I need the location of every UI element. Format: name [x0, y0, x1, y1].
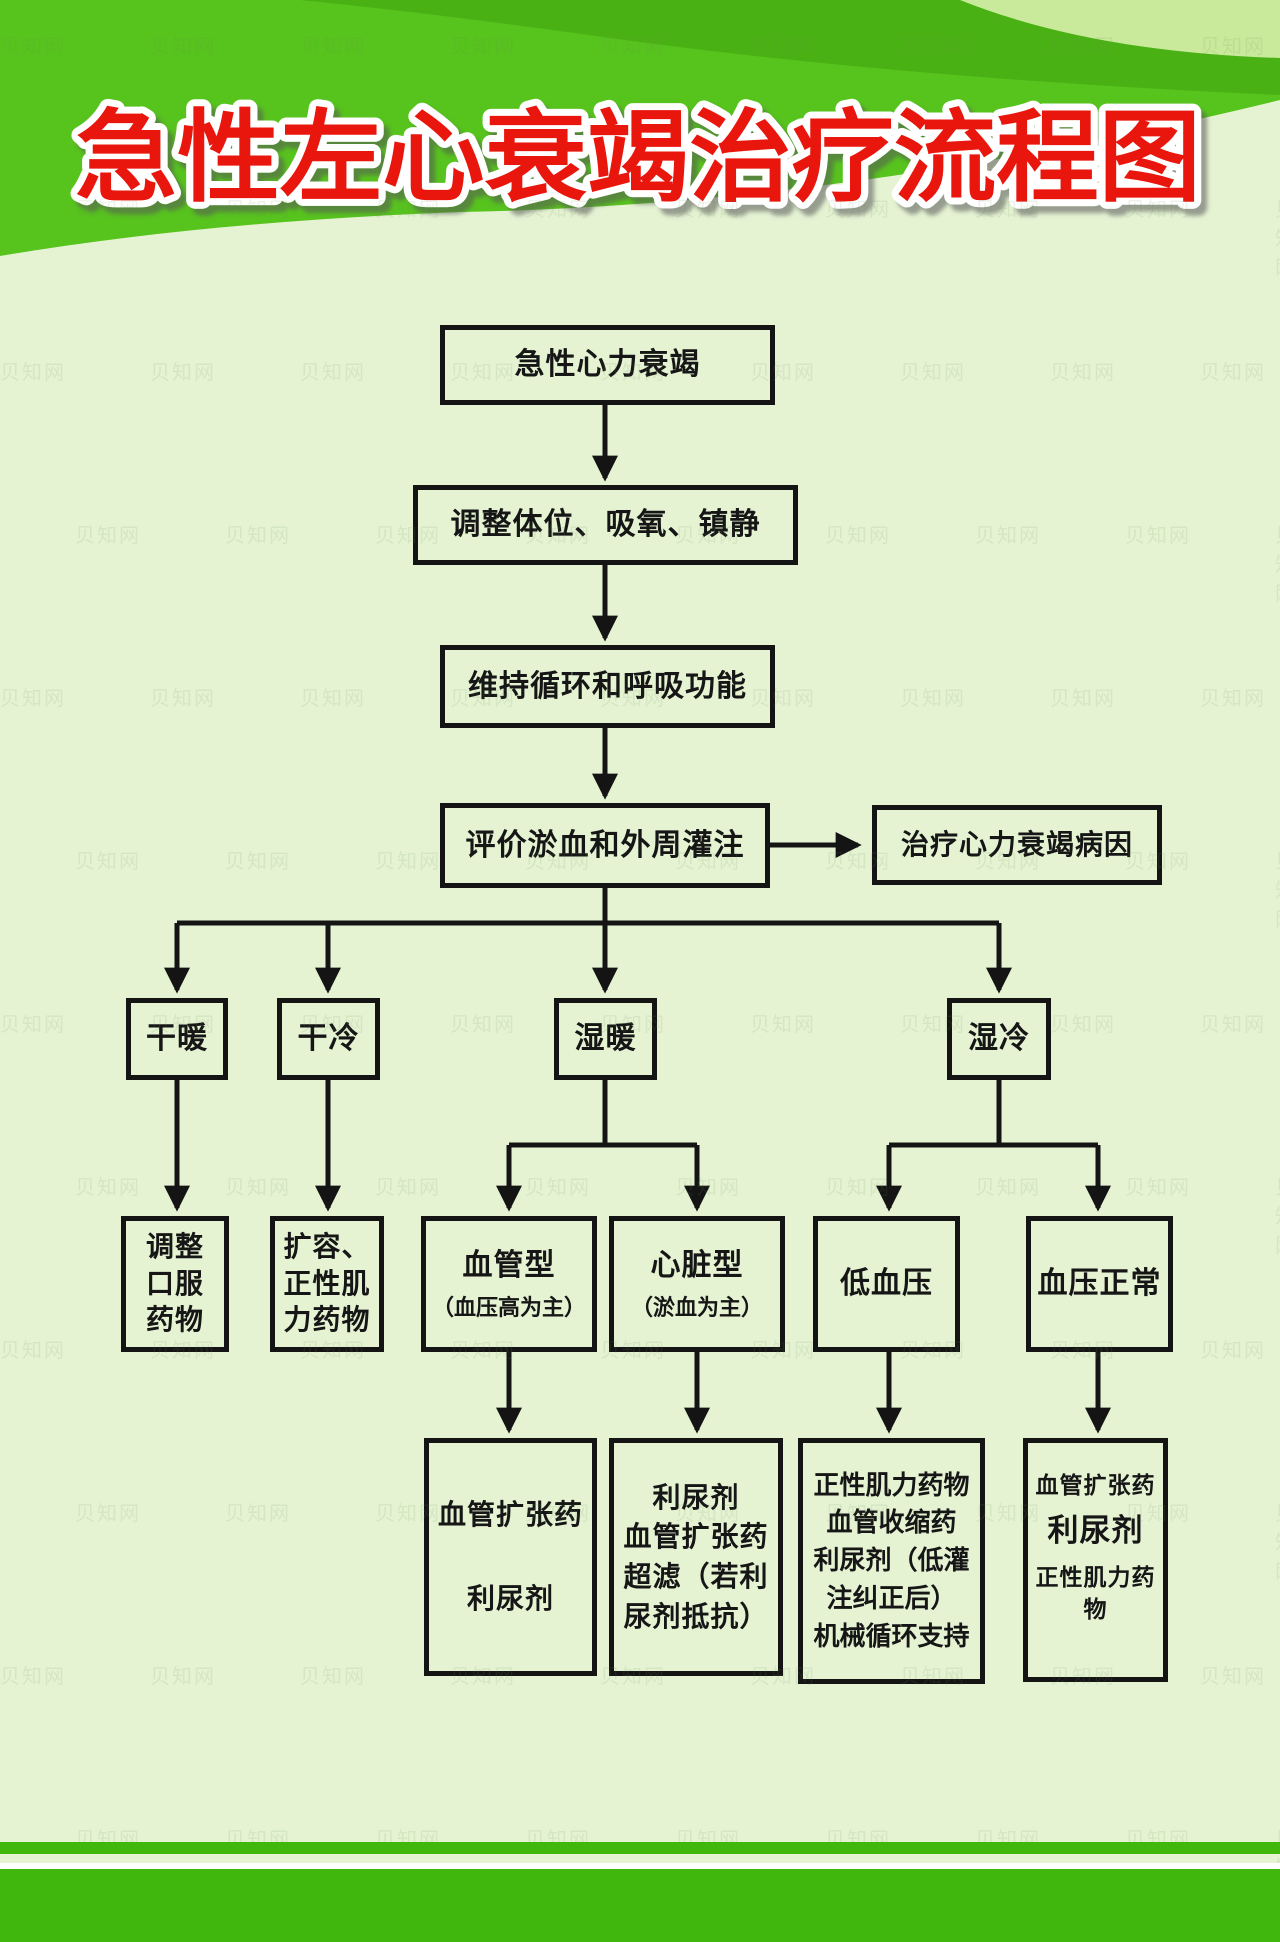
- watermark-text: 贝知网: [1125, 525, 1191, 547]
- watermark-text: 贝知网: [1200, 1666, 1266, 1688]
- footer-stripe-thin: [0, 1842, 1280, 1854]
- watermark-text: 贝知网: [450, 1014, 516, 1036]
- watermark-text: 贝知网: [0, 1340, 66, 1362]
- watermark-text: 贝知网: [225, 525, 291, 547]
- vascular-type-note: （血压高为主）: [431, 1294, 586, 1320]
- watermark-text: 贝知网: [75, 1177, 141, 1199]
- watermark-text: 贝知网: [150, 1666, 216, 1688]
- node-dry-cold: 干冷: [277, 998, 380, 1080]
- watermark-text: 贝知网: [300, 362, 366, 384]
- footer-stripe-white: [0, 1863, 1280, 1869]
- watermark-text: 贝知网: [1125, 1177, 1191, 1199]
- cardiac-type-label: 心脏型: [650, 1248, 744, 1282]
- watermark-text: 贝知网: [1275, 1171, 1280, 1258]
- watermark-text: 贝知网: [150, 688, 216, 710]
- watermark-text: 贝知网: [75, 525, 141, 547]
- cardiac-type-note: （淤血为主）: [630, 1294, 763, 1320]
- node-acute-heart-failure: 急性心力衰竭: [440, 325, 775, 405]
- watermark-text: 贝知网: [825, 525, 891, 547]
- split-wet-warm: [509, 1080, 697, 1148]
- node-normal-bp-treatment: 血管扩张药 利尿剂 正性肌力药物: [1023, 1438, 1168, 1682]
- node-treat-cause: 治疗心力衰竭病因: [872, 805, 1162, 885]
- watermark-text: 贝知网: [750, 1014, 816, 1036]
- watermark-text: 贝知网: [900, 362, 966, 384]
- watermark-text: 贝知网: [0, 1014, 66, 1036]
- watermark-text: 贝知网: [0, 362, 66, 384]
- watermark-text: 贝知网: [1050, 1014, 1116, 1036]
- watermark-text: 贝知网: [825, 1177, 891, 1199]
- watermark-text: 贝知网: [675, 1177, 741, 1199]
- watermark-text: 贝知网: [375, 1177, 441, 1199]
- node-position-oxygen-sedation: 调整体位、吸氧、镇静: [413, 485, 798, 565]
- watermark-text: 贝知网: [1275, 1497, 1280, 1584]
- node-cardiac-type: 心脏型 （淤血为主）: [609, 1216, 785, 1352]
- watermark-text: 贝知网: [1200, 1014, 1266, 1036]
- node-wet-warm: 湿暖: [554, 998, 657, 1080]
- node-low-bp-treatment: 正性肌力药物 血管收缩药 利尿剂（低灌 注纠正后） 机械循环支持: [798, 1438, 985, 1684]
- normalbp-rx-line3: 正性肌力药物: [1035, 1563, 1156, 1622]
- node-adjust-oral-drugs: 调整 口服 药物: [121, 1216, 229, 1352]
- node-cardiac-treatment: 利尿剂 血管扩张药 超滤（若利 尿剂抵抗）: [609, 1438, 783, 1676]
- node-low-bp: 低血压: [813, 1216, 960, 1352]
- watermark-text: 贝知网: [1200, 362, 1266, 384]
- watermark-text: 贝知网: [525, 1177, 591, 1199]
- node-volume-expansion-inotropes: 扩容、 正性肌 力药物: [270, 1216, 384, 1352]
- node-vascular-type: 血管型 （血压高为主）: [421, 1216, 597, 1352]
- watermark-text: 贝知网: [150, 362, 216, 384]
- watermark-text: 贝知网: [75, 1503, 141, 1525]
- node-maintain-circulation-respiration: 维持循环和呼吸功能: [440, 645, 775, 728]
- watermark-text: 贝知网: [75, 851, 141, 873]
- watermark-text: 贝知网: [225, 1177, 291, 1199]
- watermark-text: 贝知网: [375, 851, 441, 873]
- footer-band: [0, 1869, 1280, 1942]
- watermark-text: 贝知网: [0, 1666, 66, 1688]
- watermark-text: 贝知网: [1275, 845, 1280, 932]
- watermark-text: 贝知网: [1200, 688, 1266, 710]
- title-banner: 急性左心衰竭治疗流程图: [68, 95, 1208, 221]
- node-evaluate-congestion-perfusion: 评价淤血和外周灌注: [440, 803, 770, 888]
- page-title: 急性左心衰竭治疗流程图: [75, 102, 1201, 214]
- node-vascular-treatment: 血管扩张药 利尿剂: [424, 1438, 597, 1676]
- watermark-text: 贝知网: [1200, 1340, 1266, 1362]
- vascular-type-label: 血管型: [462, 1248, 556, 1282]
- split-wet-cold: [889, 1080, 1098, 1148]
- watermark-text: 贝知网: [225, 851, 291, 873]
- watermark-text: 贝知网: [900, 688, 966, 710]
- watermark-text: 贝知网: [1050, 688, 1116, 710]
- normalbp-rx-line2: 利尿剂: [1047, 1513, 1144, 1549]
- node-wet-cold: 湿冷: [947, 998, 1051, 1080]
- watermark-text: 贝知网: [1275, 519, 1280, 606]
- watermark-text: 贝知网: [1050, 362, 1116, 384]
- watermark-text: 贝知网: [975, 1177, 1041, 1199]
- header-light-corner: [960, 0, 1280, 58]
- watermark-text: 贝知网: [975, 525, 1041, 547]
- node-dry-warm: 干暖: [126, 998, 228, 1080]
- node-normal-bp: 血压正常: [1026, 1216, 1173, 1352]
- watermark-text: 贝知网: [0, 688, 66, 710]
- normalbp-rx-line1: 血管扩张药: [1035, 1472, 1156, 1498]
- watermark-text: 贝知网: [300, 1666, 366, 1688]
- watermark-text: 贝知网: [225, 1503, 291, 1525]
- watermark-text: 贝知网: [300, 688, 366, 710]
- header-art: [0, 0, 1280, 256]
